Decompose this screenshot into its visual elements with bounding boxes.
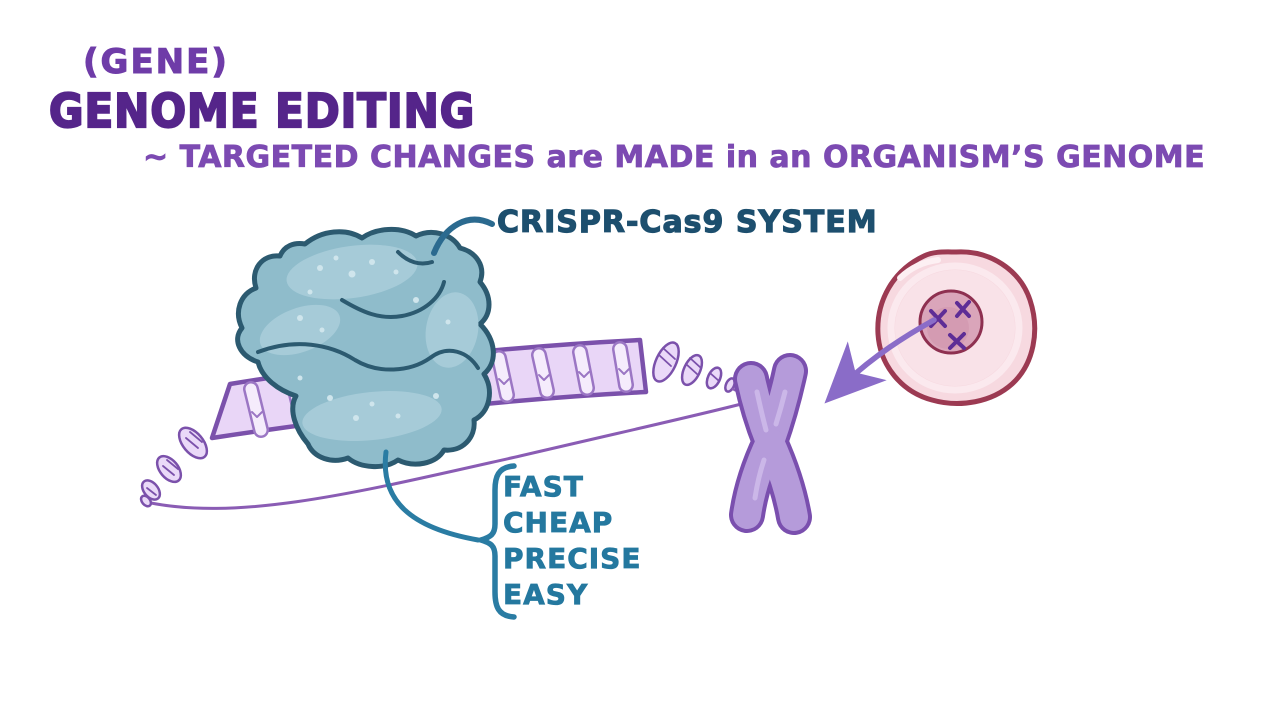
dna-helix-left xyxy=(139,426,209,508)
dna-helix-right xyxy=(652,341,736,393)
cas9-protein-illustration xyxy=(235,227,496,469)
cell-illustration xyxy=(875,249,1038,406)
benefit-item-fast: FAST xyxy=(503,470,584,504)
benefit-item-precise: PRECISE xyxy=(503,542,642,576)
crispr-leader-line xyxy=(431,216,495,256)
crispr-cas9-label: CRISPR-Cas9 SYSTEM xyxy=(496,204,878,240)
dna-loop-line xyxy=(144,400,751,510)
benefit-item-cheap: CHEAP xyxy=(503,506,614,540)
benefits-brace-icon xyxy=(471,463,517,620)
chromosome-illustration xyxy=(729,353,812,535)
gene-label: (GENE) xyxy=(83,42,229,83)
benefits-list: FAST CHEAP PRECISE EASY xyxy=(503,469,641,613)
page-title: GENOME EDITING xyxy=(48,83,476,139)
unpacking-arrow-icon xyxy=(824,317,937,404)
subtitle: ~ TARGETED CHANGES are MADE in an ORGANI… xyxy=(143,140,1206,176)
benefits-connector-line xyxy=(382,449,481,543)
benefit-item-easy: EASY xyxy=(503,578,589,612)
